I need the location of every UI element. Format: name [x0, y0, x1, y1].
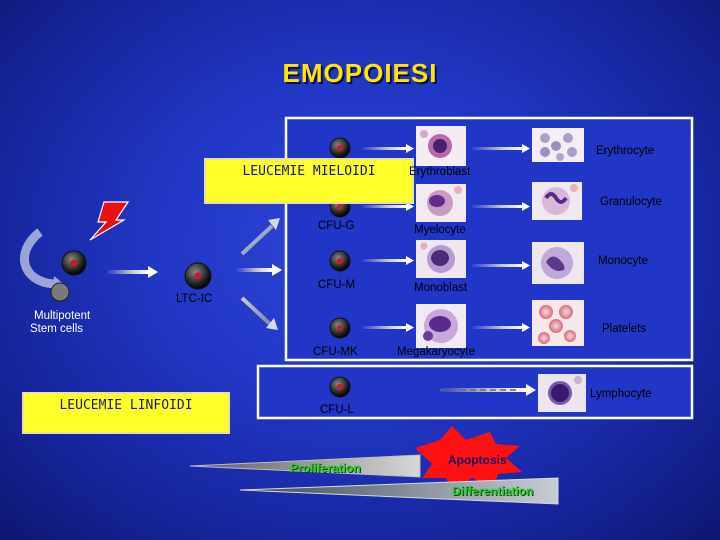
row-arrow-2b	[472, 205, 522, 208]
apoptosis-burst	[415, 426, 522, 492]
row-arrow-3a	[362, 259, 406, 262]
row-arrow-1b-head	[522, 144, 530, 153]
cfumk-label: CFU-MK	[313, 346, 358, 358]
branch-arrow-down	[240, 296, 272, 326]
row-arrow-2b-head	[522, 202, 530, 211]
progenitor-cell-erythroid-nucleus	[337, 145, 343, 151]
erythrocyte-micrograph	[532, 128, 584, 162]
row-arrow-1a-head	[406, 144, 414, 153]
lymphocyte-label: Lymphocyte	[590, 388, 652, 400]
branch-arrow-mid-head	[272, 264, 282, 276]
monoblast-label: Monoblast	[414, 282, 468, 294]
lymphoid-leukemia-box: LEUCEMIE LINFOIDI	[22, 392, 230, 434]
row-arrow-1b	[472, 147, 522, 150]
differentiation-label: Differentiation	[452, 484, 534, 498]
stem-cell-nucleus	[70, 259, 78, 267]
lymphoid-arrow-head	[526, 384, 536, 396]
platelets-micrograph	[532, 300, 584, 346]
proliferation-arrow	[189, 454, 421, 478]
row-arrow-4b-head	[522, 323, 530, 332]
stem-cell-daughter	[50, 282, 70, 302]
arrow-stem-to-ltcic-head	[148, 266, 158, 278]
row-arrow-3b-head	[522, 261, 530, 270]
megakaryocyte-label: Megakaryocyte	[397, 346, 475, 358]
cful-label: CFU-L	[320, 404, 354, 416]
row-arrow-4b	[472, 326, 522, 329]
lightning-icon	[89, 201, 130, 241]
proliferation-label: Proliferation	[290, 461, 361, 475]
branch-arrow-down-head	[266, 318, 278, 330]
myelocyte-label: Myelocyte	[414, 224, 466, 236]
cfug-label: CFU-G	[318, 220, 355, 232]
granulocyte-label: Granulocyte	[600, 196, 663, 208]
page-title: EMOPOIESI	[282, 58, 438, 88]
granulocyte-micrograph	[532, 182, 582, 220]
differentiation-arrow	[239, 477, 559, 505]
stem-label-line1: Multipotent	[34, 310, 91, 322]
row-arrow-2a-head	[406, 202, 414, 211]
progenitor-cell-cfumk-nucleus	[337, 325, 343, 331]
row-arrow-4a	[362, 326, 406, 329]
lymphocyte-micrograph	[538, 374, 586, 412]
self-renewal-arrow	[20, 228, 55, 289]
stem-label-line2: Stem cells	[30, 323, 84, 335]
megakaryocyte-micrograph	[416, 304, 466, 348]
progenitor-cell-cful-nucleus	[337, 384, 343, 390]
erythroblast-label: Erythroblast	[409, 166, 471, 178]
platelets-label: Platelets	[602, 323, 647, 335]
myeloid-leukemia-box: LEUCEMIE MIELOIDI	[204, 158, 414, 204]
apoptosis-label: Apoptosis	[448, 453, 507, 467]
cfum-label: CFU-M	[318, 279, 356, 291]
row-arrow-2a	[362, 205, 406, 208]
myelocyte-micrograph	[416, 184, 466, 222]
arrow-stem-to-ltcic	[108, 270, 148, 274]
row-arrow-3a-head	[406, 256, 414, 265]
progenitor-cell-cfug-nucleus	[337, 204, 343, 210]
erythroblast-micrograph	[416, 126, 466, 166]
monocyte-label: Monocyte	[598, 255, 648, 267]
progenitor-cell-cfum-nucleus	[337, 258, 343, 264]
row-arrow-1a	[362, 147, 406, 150]
monoblast-micrograph	[416, 240, 466, 278]
branch-arrow-up	[240, 224, 274, 256]
branch-arrow-mid	[236, 268, 272, 272]
ltcic-cell-nucleus	[194, 272, 202, 280]
row-arrow-4a-head	[406, 323, 414, 332]
monocyte-micrograph	[532, 242, 584, 284]
ltcic-label: LTC-IC	[176, 293, 213, 305]
branch-arrow-up-head	[268, 218, 280, 230]
row-arrow-3b	[472, 264, 522, 267]
erythrocyte-label: Erythrocyte	[596, 145, 655, 157]
